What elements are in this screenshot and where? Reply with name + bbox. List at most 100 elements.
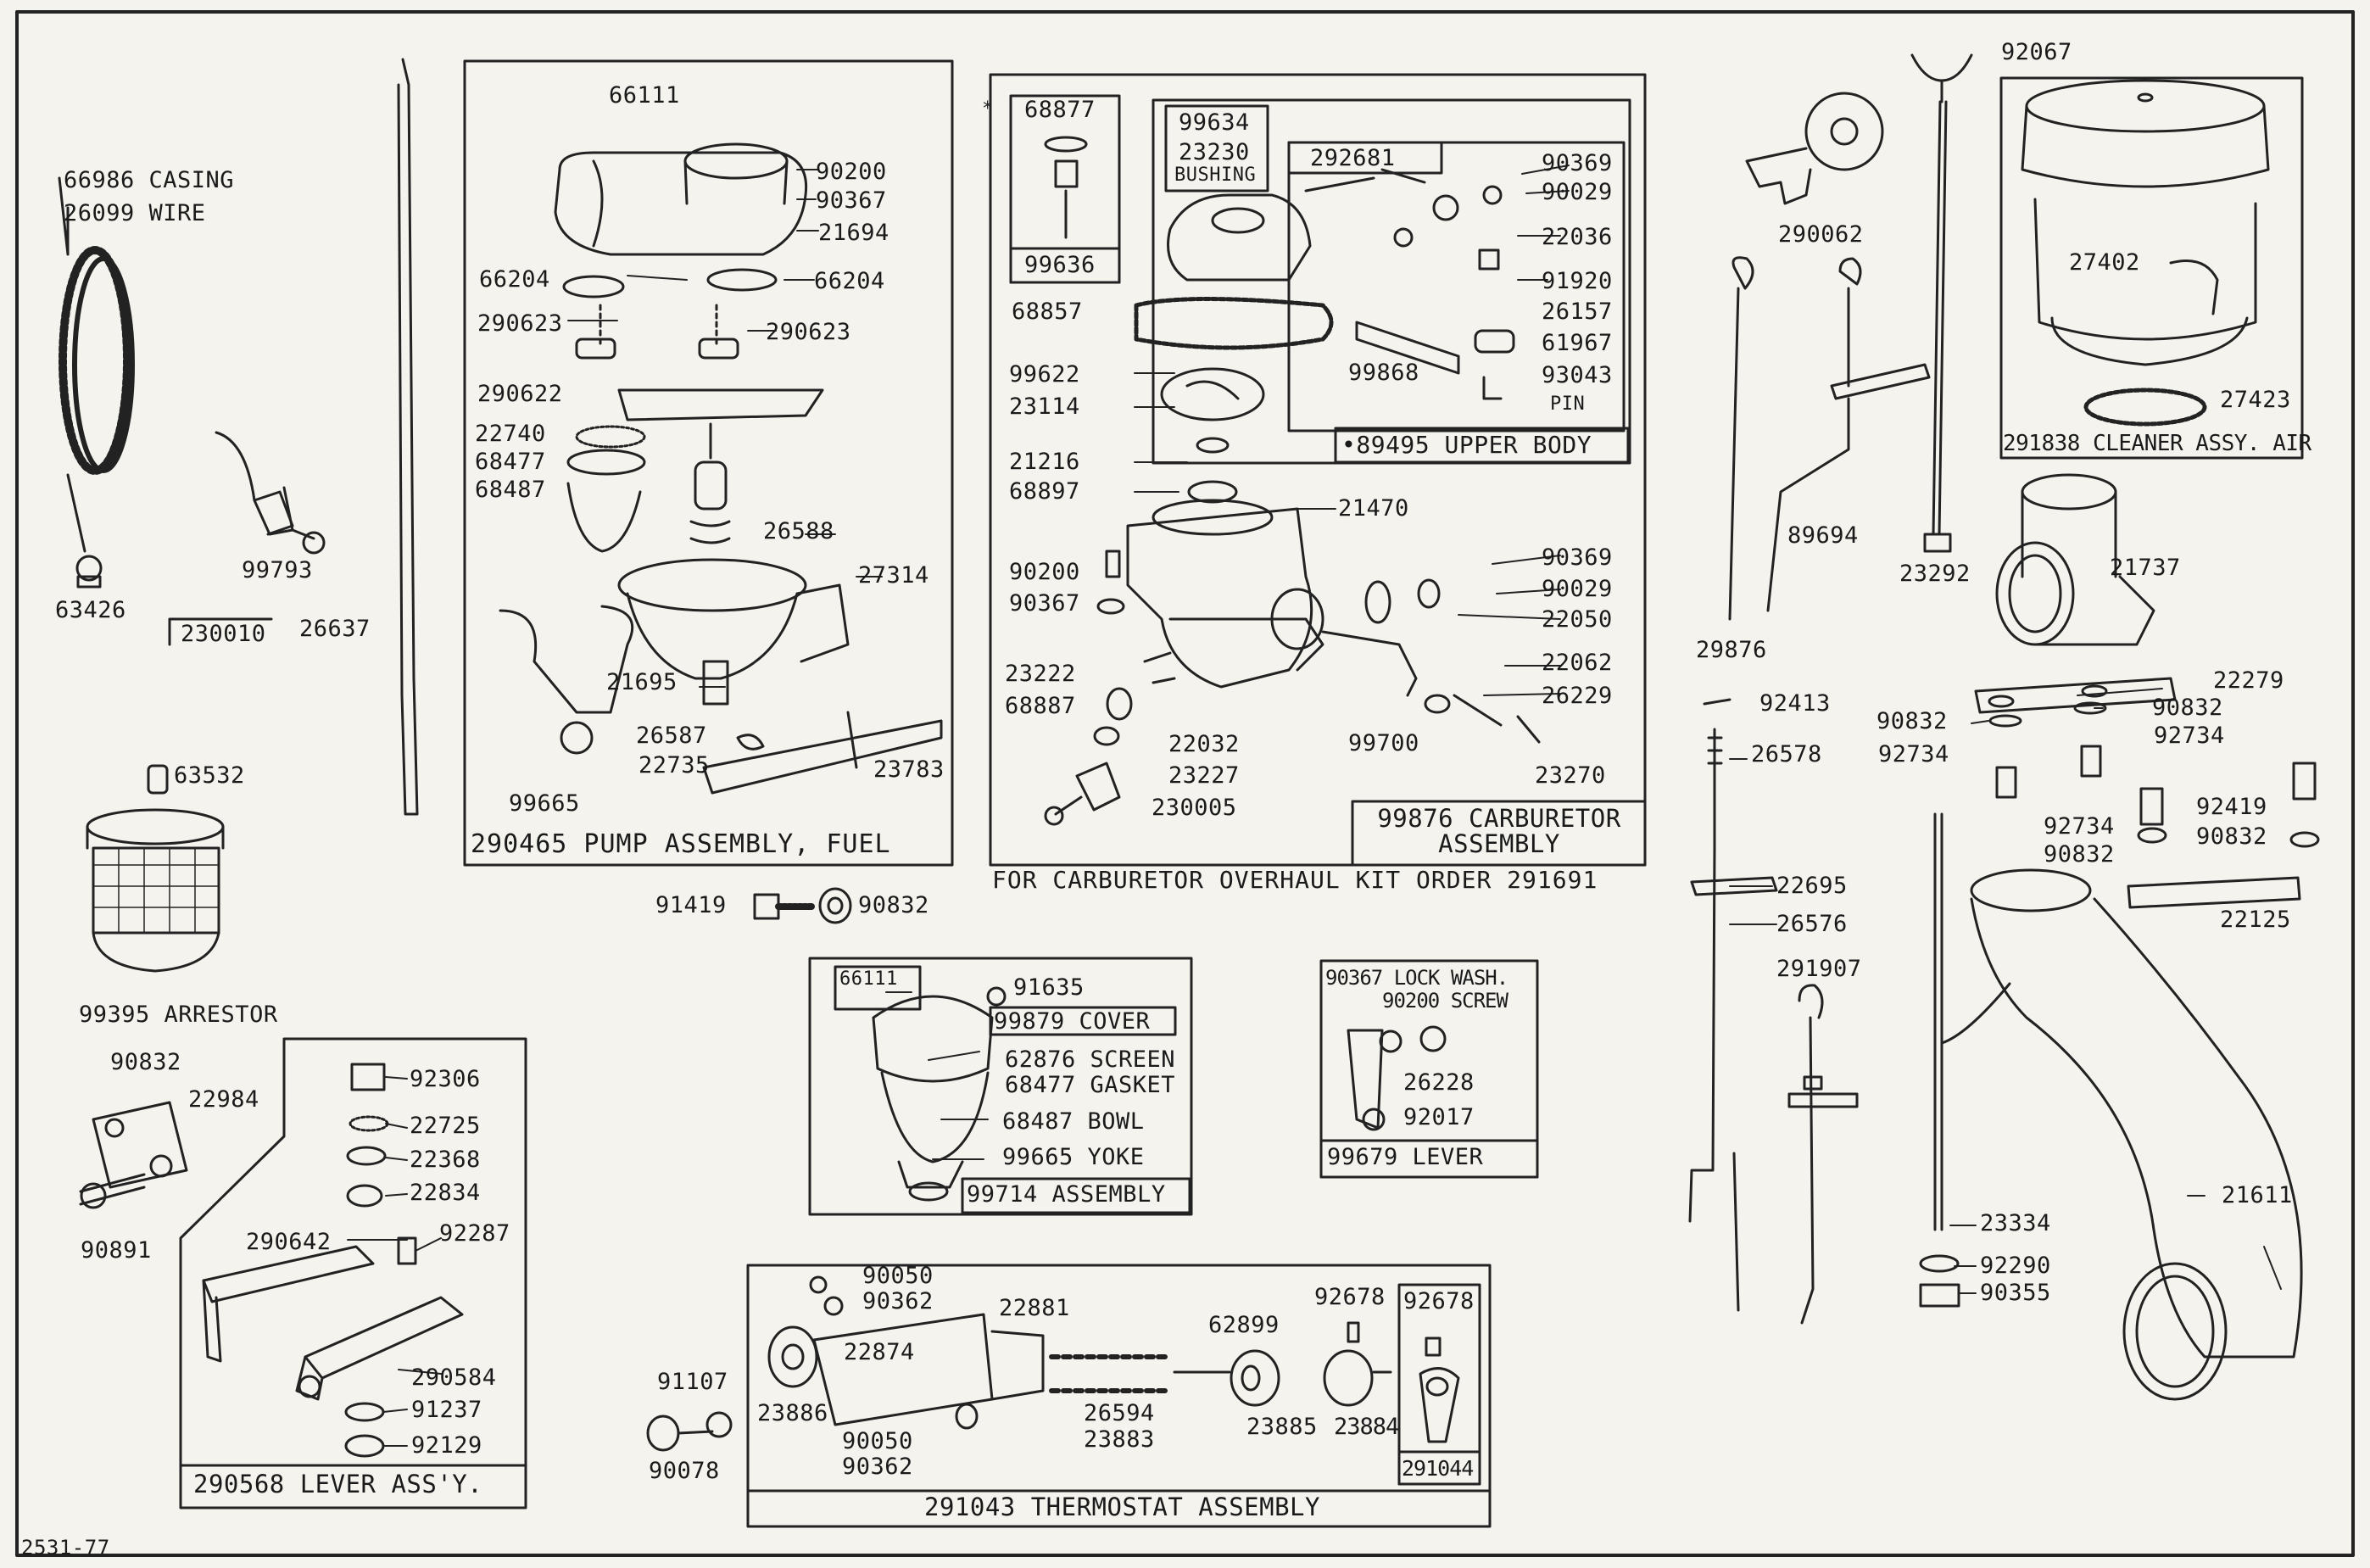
svg-text:*: * bbox=[982, 98, 993, 120]
part-label: 22874 bbox=[844, 1339, 915, 1365]
part-label: 90029 bbox=[1542, 179, 1613, 205]
part-label: 23884 bbox=[1334, 1414, 1399, 1440]
fuel-pump-drawing bbox=[499, 142, 943, 795]
part-label: 22032 bbox=[1168, 731, 1240, 757]
part-label: 68487 bbox=[475, 477, 546, 503]
part-label: 21695 bbox=[606, 669, 678, 695]
elbow-21737-drawing bbox=[1995, 473, 2155, 646]
part-label: 21737 bbox=[2110, 555, 2181, 581]
part-label: 291907 bbox=[1776, 956, 1862, 982]
part-label: 92419 bbox=[2196, 794, 2267, 820]
part-label: 21611 bbox=[2222, 1182, 2293, 1208]
part-label: 91107 bbox=[657, 1369, 728, 1395]
part-label: 92734 bbox=[2154, 723, 2225, 749]
part-label: 90050 bbox=[842, 1428, 913, 1454]
part-label: 291044 bbox=[1402, 1456, 1474, 1481]
part-label: 23886 bbox=[757, 1400, 828, 1426]
part-label: 90832 bbox=[2044, 841, 2115, 868]
part-label: 89694 bbox=[1787, 522, 1859, 549]
part-label: 92290 bbox=[1980, 1253, 2051, 1279]
part-label: 26229 bbox=[1542, 683, 1613, 709]
part-label: 23222 bbox=[1005, 661, 1076, 687]
part-label: 22881 bbox=[999, 1295, 1070, 1321]
part-label: 93043 bbox=[1542, 362, 1613, 388]
wire-casing-drawing bbox=[58, 176, 135, 589]
part-label: 21694 bbox=[818, 220, 889, 246]
part-label: 290584 bbox=[411, 1364, 497, 1391]
part-label: 230010 bbox=[181, 621, 266, 647]
part-label: 92678 bbox=[1403, 1288, 1475, 1314]
part-label: 90832 bbox=[2152, 695, 2223, 721]
bowl-assembly-drawing bbox=[872, 986, 1007, 1202]
part-label: 99634 bbox=[1179, 109, 1250, 136]
bolt-91419-drawing bbox=[753, 887, 852, 924]
part-label: 23114 bbox=[1009, 393, 1080, 420]
part-label: 92067 bbox=[2001, 39, 2072, 65]
part-label: 90362 bbox=[862, 1288, 934, 1314]
part-label: 292681 bbox=[1310, 145, 1396, 171]
part-label: 290622 bbox=[477, 381, 563, 407]
part-label: 90832 bbox=[2196, 823, 2267, 850]
part-label: 22725 bbox=[410, 1113, 481, 1139]
part-label: 92287 bbox=[439, 1220, 510, 1247]
part-label: 290642 bbox=[246, 1229, 332, 1255]
part-label: 68477 bbox=[475, 449, 546, 475]
part-label: 99395 ARRESTOR bbox=[79, 1002, 278, 1028]
part-label: 90362 bbox=[842, 1454, 913, 1480]
part-label: 22036 bbox=[1542, 224, 1613, 250]
part-label: 99879 COVER bbox=[994, 1008, 1151, 1035]
part-label: 66204 bbox=[814, 268, 885, 294]
part-label: 22740 bbox=[475, 421, 546, 447]
part-label: 66111 bbox=[609, 82, 680, 109]
part-label: 290623 bbox=[477, 310, 563, 337]
part-label: 90369 bbox=[1542, 544, 1613, 571]
bracket-290062-drawing bbox=[1745, 92, 1884, 205]
rod-26637-drawing bbox=[397, 58, 419, 816]
hose-fitting-drawing bbox=[215, 431, 326, 555]
part-label: 99679 LEVER bbox=[1327, 1144, 1484, 1170]
part-label: 21470 bbox=[1338, 495, 1409, 522]
part-label: PIN bbox=[1550, 393, 1586, 415]
part-label: 63532 bbox=[174, 762, 245, 789]
part-label: 90029 bbox=[1542, 576, 1613, 602]
part-label: 91237 bbox=[411, 1397, 482, 1423]
part-label: 66986 CASING bbox=[64, 167, 235, 193]
part-label: 68857 bbox=[1012, 299, 1083, 325]
part-label: 26576 bbox=[1776, 911, 1848, 937]
part-label: 22368 bbox=[410, 1147, 481, 1173]
part-label: 22062 bbox=[1542, 650, 1613, 676]
part-label: 92413 bbox=[1759, 690, 1831, 717]
part-label: 27314 bbox=[858, 562, 929, 589]
part-label: 291838 CLEANER ASSY. AIR bbox=[2003, 431, 2311, 456]
part-label: 90369 bbox=[1542, 150, 1613, 176]
kit-note: FOR CARBURETOR OVERHAUL KIT ORDER 291691 bbox=[992, 866, 1598, 894]
part-label: 23883 bbox=[1084, 1426, 1155, 1453]
part-label: 290568 LEVER ASS'Y. bbox=[193, 1470, 483, 1498]
part-label: 22735 bbox=[639, 752, 710, 778]
part-label: 22984 bbox=[188, 1086, 259, 1113]
air-cleaner-drawing bbox=[2021, 79, 2270, 427]
part-label: 62899 bbox=[1208, 1312, 1280, 1338]
knob-291907-drawing bbox=[1787, 984, 1859, 1325]
part-label: 99714 ASSEMBLY bbox=[967, 1181, 1166, 1208]
part-label: 90367 bbox=[816, 187, 887, 214]
thermostat-drawing bbox=[767, 1275, 1460, 1443]
part-label: 62876 SCREEN bbox=[1005, 1046, 1176, 1073]
part-label: 92129 bbox=[411, 1432, 482, 1459]
part-label: 68897 bbox=[1009, 478, 1080, 505]
part-label: 90078 bbox=[649, 1458, 720, 1484]
rod-89694-drawing bbox=[1766, 257, 1931, 612]
part-label: 92734 bbox=[2044, 813, 2115, 840]
part-label: 90200 SCREW bbox=[1382, 989, 1508, 1013]
part-label: 23227 bbox=[1168, 762, 1240, 789]
part-label: 92306 bbox=[410, 1066, 481, 1092]
pin-drawing bbox=[168, 617, 273, 646]
part-label: 66204 bbox=[479, 266, 550, 293]
part-label: 90355 bbox=[1980, 1280, 2051, 1306]
part-label: 29876 bbox=[1696, 637, 1767, 663]
part-label: 90832 bbox=[110, 1049, 181, 1075]
part-label: 23292 bbox=[1899, 561, 1971, 587]
part-label: 26228 bbox=[1403, 1069, 1475, 1096]
part-label: 291043 THERMOSTAT ASSEMBLY bbox=[924, 1493, 1320, 1521]
part-label: 22834 bbox=[410, 1180, 481, 1206]
